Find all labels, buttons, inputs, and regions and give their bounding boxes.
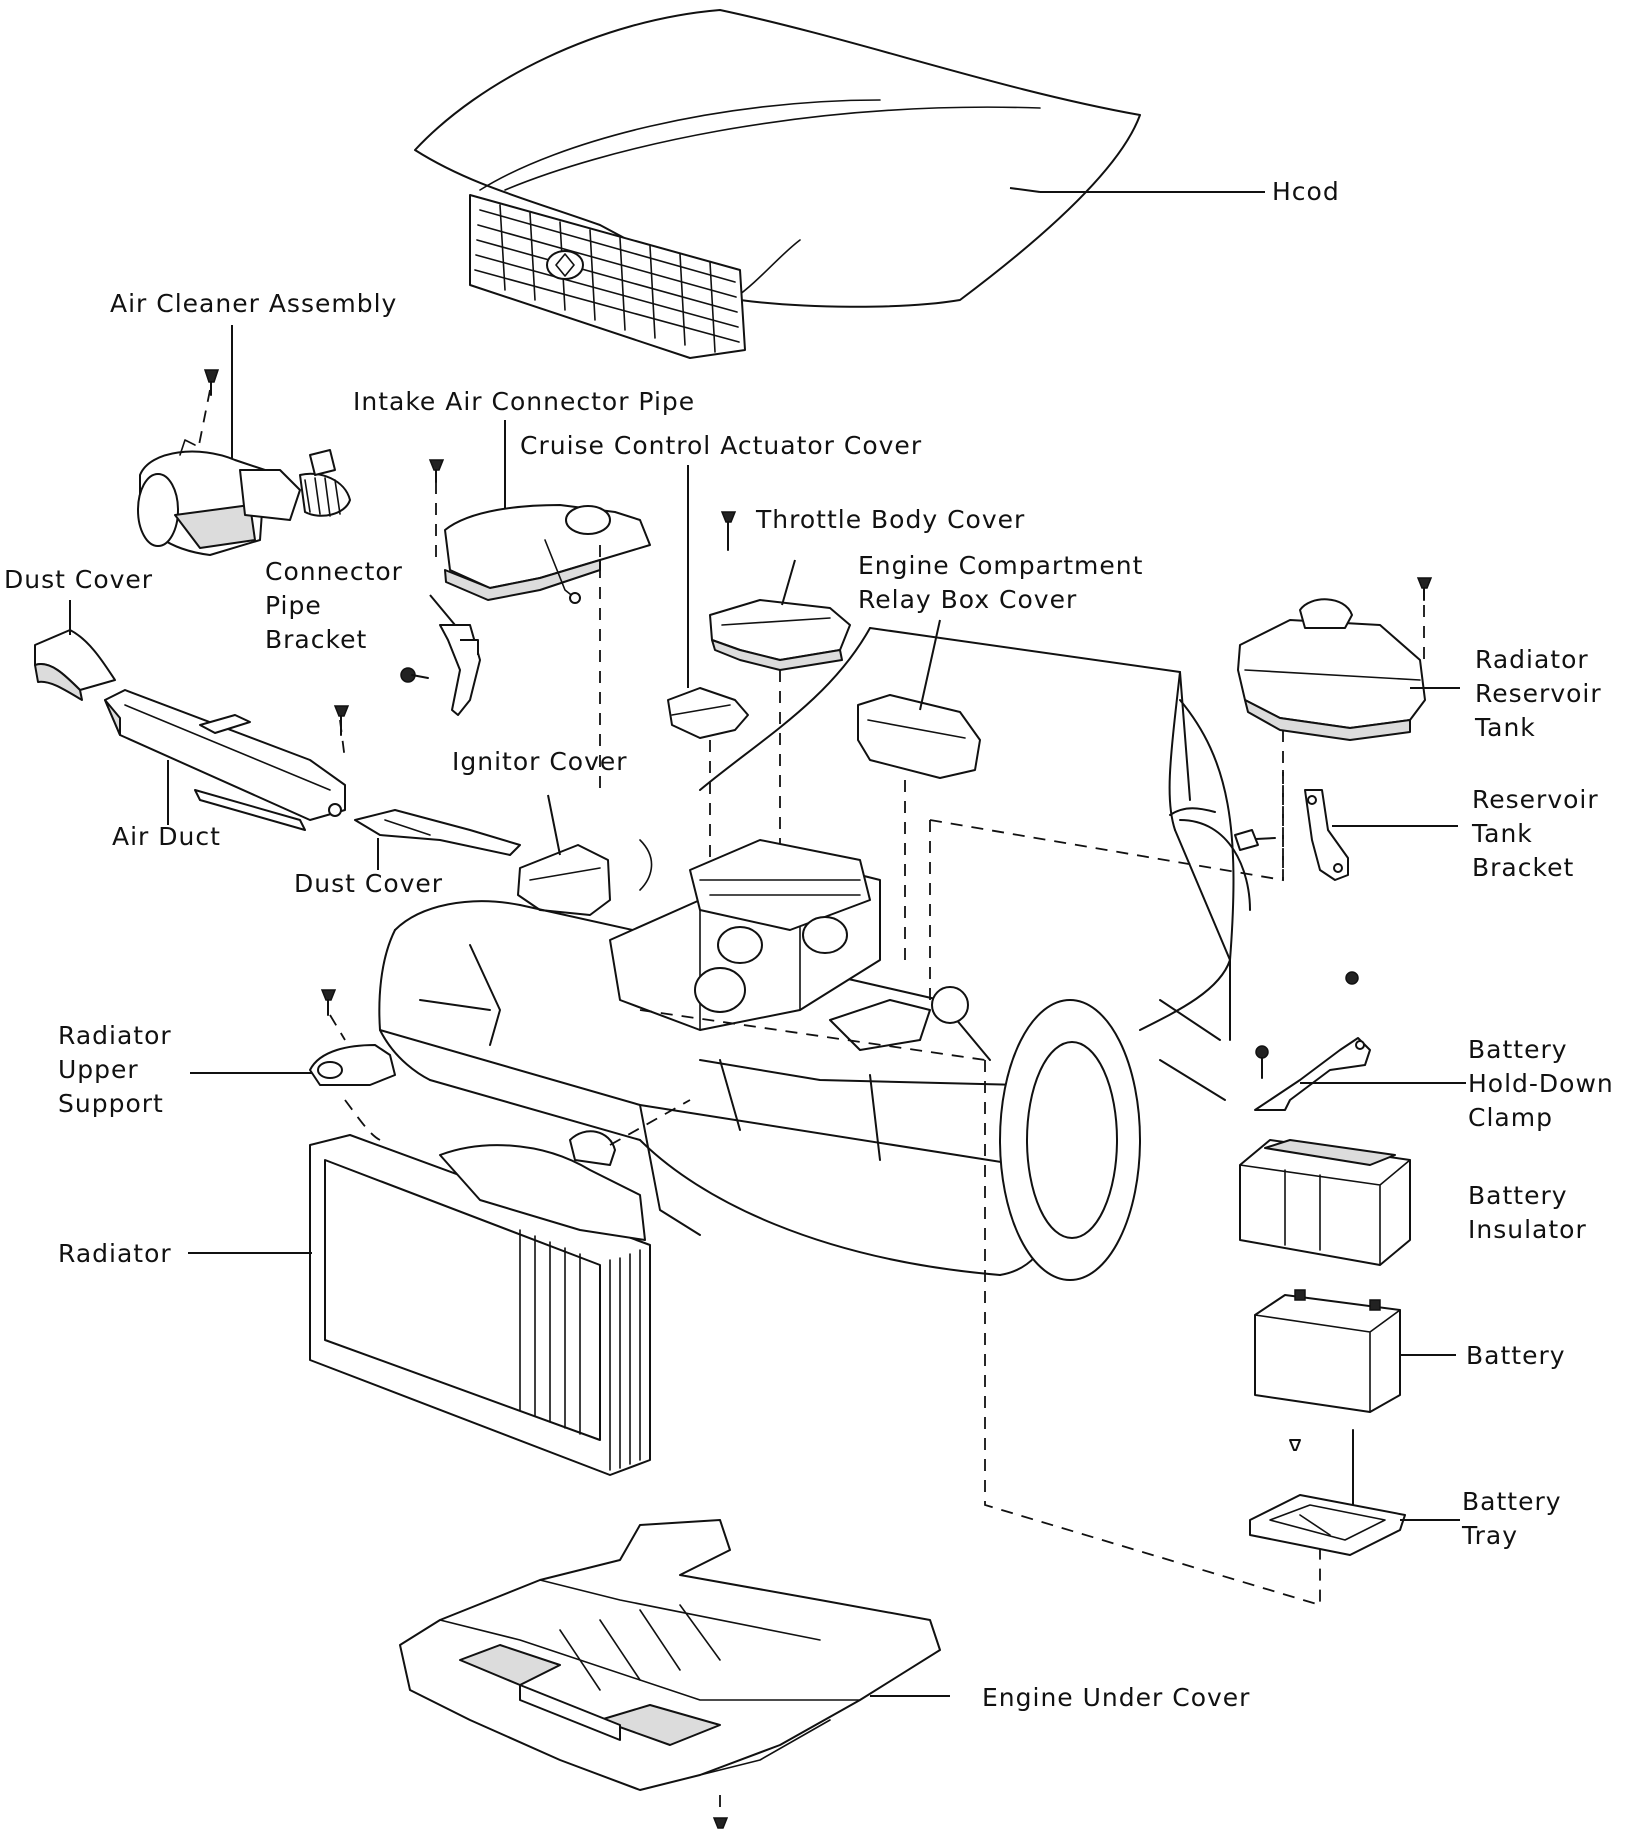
label-air-duct: Air Duct bbox=[112, 822, 221, 851]
engine-under-cover-drawing bbox=[399, 1519, 950, 1829]
air-duct-drawing bbox=[104, 689, 350, 831]
label-battery-hold-down-clamp-line2: Hold-Down bbox=[1468, 1069, 1614, 1098]
battery-drawing bbox=[1254, 1289, 1456, 1506]
label-cruise-control-actuator-cover: Cruise Control Actuator Cover bbox=[520, 431, 922, 460]
label-battery-hold-down-clamp-line3: Clamp bbox=[1468, 1103, 1553, 1132]
label-radiator-reservoir-tank-line1: Radiator bbox=[1475, 645, 1589, 674]
dust-cover-center-drawing bbox=[354, 809, 521, 870]
reservoir-tank-drawing bbox=[1237, 577, 1460, 880]
label-hood: Hcod bbox=[1272, 177, 1340, 206]
label-connector-pipe-bracket-line3: Bracket bbox=[265, 625, 367, 654]
label-radiator-reservoir-tank-line2: Reservoir bbox=[1475, 679, 1602, 708]
label-battery-hold-down-clamp-line1: Battery bbox=[1468, 1035, 1568, 1064]
label-radiator-reservoir-tank-line3: Tank bbox=[1474, 713, 1536, 742]
label-radiator: Radiator bbox=[58, 1239, 172, 1268]
label-dust-cover-left: Dust Cover bbox=[4, 565, 153, 594]
label-dust-cover-center: Dust Cover bbox=[294, 869, 443, 898]
car-body-drawing bbox=[378, 627, 1321, 1607]
radiator-drawing bbox=[188, 1099, 691, 1476]
label-reservoir-tank-bracket-line1: Reservoir bbox=[1472, 785, 1599, 814]
air-cleaner-drawing bbox=[137, 325, 351, 556]
connector-pipe-bracket-drawing bbox=[400, 594, 481, 716]
ignitor-cover-drawing bbox=[517, 794, 611, 916]
battery-tray-drawing bbox=[1249, 1494, 1460, 1556]
label-engine-under-cover: Engine Under Cover bbox=[982, 1683, 1250, 1712]
labels: Hcod Air Cleaner Assembly Intake Air Con… bbox=[4, 177, 1614, 1712]
intake-air-connector-pipe-drawing bbox=[428, 420, 651, 790]
label-radiator-upper-support-line2: Upper bbox=[58, 1055, 139, 1084]
label-ignitor-cover: Ignitor Cover bbox=[452, 747, 628, 776]
label-radiator-upper-support-line1: Radiator bbox=[58, 1021, 172, 1050]
battery-insulator-drawing bbox=[1239, 1139, 1411, 1266]
label-relay-box-cover-line2: Relay Box Cover bbox=[858, 585, 1077, 614]
label-battery-insulator-line1: Battery bbox=[1468, 1181, 1568, 1210]
label-connector-pipe-bracket-line1: Connector bbox=[265, 557, 403, 586]
label-battery: Battery bbox=[1466, 1341, 1566, 1370]
label-radiator-upper-support-line3: Support bbox=[58, 1089, 164, 1118]
label-relay-box-cover-line1: Engine Compartment bbox=[858, 551, 1143, 580]
label-connector-pipe-bracket-line2: Pipe bbox=[265, 591, 322, 620]
label-intake-air-connector-pipe: Intake Air Connector Pipe bbox=[353, 387, 695, 416]
label-throttle-body-cover: Throttle Body Cover bbox=[755, 505, 1025, 534]
label-air-cleaner-assembly: Air Cleaner Assembly bbox=[110, 289, 397, 318]
reservoir-tank-bracket-drawing bbox=[1169, 789, 1458, 881]
label-reservoir-tank-bracket-line2: Tank bbox=[1471, 819, 1533, 848]
hood-drawing bbox=[414, 9, 1265, 359]
label-battery-tray-line2: Tray bbox=[1461, 1521, 1518, 1550]
dust-cover-left-drawing bbox=[34, 600, 116, 701]
label-battery-tray-line1: Battery bbox=[1462, 1487, 1562, 1516]
throttle-body-cover-drawing bbox=[709, 511, 851, 850]
cruise-control-cover-drawing bbox=[667, 465, 749, 870]
battery-hold-down-clamp-drawing bbox=[1254, 971, 1466, 1111]
label-reservoir-tank-bracket-line3: Bracket bbox=[1472, 853, 1574, 882]
relay-box-cover-drawing bbox=[857, 619, 981, 960]
radiator-upper-support-drawing bbox=[190, 989, 396, 1141]
label-battery-insulator-line2: Insulator bbox=[1468, 1215, 1587, 1244]
